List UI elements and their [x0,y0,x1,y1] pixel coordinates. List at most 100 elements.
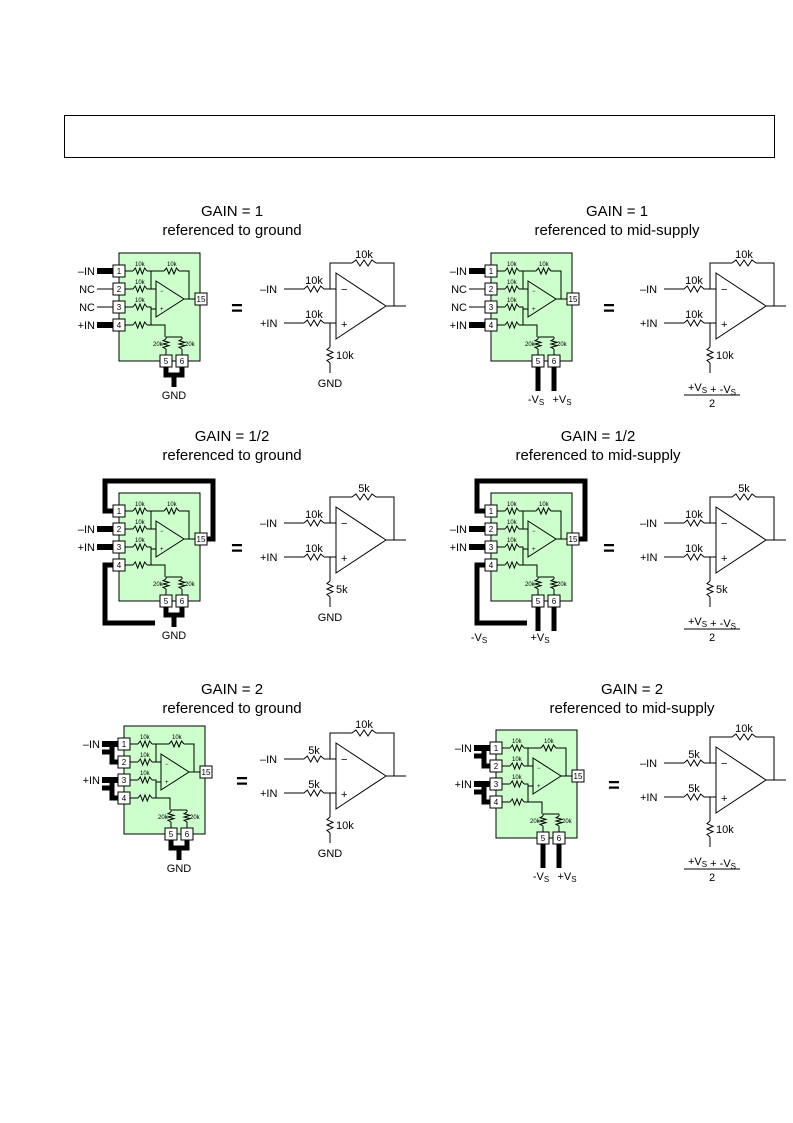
rf-label: 10k [355,719,373,731]
rin-neg-label: 5k [688,749,700,761]
plus-sign: + [721,793,727,805]
resistor-r1 [504,506,520,516]
mid-supply-numerator: +VS + -VS [688,856,736,871]
resistor-20k-a [538,815,548,827]
wire [376,496,395,540]
resistor-label: 10k [512,775,523,781]
panel-title: GAIN = 1/2 [561,428,636,445]
wire [519,510,528,530]
resistor-label: 10k [512,757,523,763]
pin-4-number: 4 [122,794,127,803]
internal-opamp [160,753,190,791]
pin-3-number: 3 [489,543,494,552]
resistor-label: 10k [135,262,146,268]
equals-sign: = [603,538,615,560]
plus-sign: + [165,780,169,786]
wire [329,262,352,289]
wire [329,496,352,523]
pin-3-number: 3 [494,780,499,789]
ground-label: GND [162,390,187,402]
resistor-rin-neg [303,284,325,294]
resistor-label: 20k [190,815,201,821]
wire [152,743,161,763]
resistor-rin-pos [303,788,325,798]
rin-pos-label: 10k [305,543,323,555]
resistor-label: 20k [153,342,164,348]
rin-pos-label: 5k [308,779,320,791]
rin-neg-label: 10k [305,275,323,287]
pin-2-number: 2 [489,525,494,534]
plus-sign: + [532,547,536,553]
resistor-rin-neg [303,754,325,764]
ground-label: GND [318,612,343,624]
rin-neg-label: 10k [685,275,703,287]
minus-sign: − [532,289,536,295]
resistor-label: 20k [530,819,541,825]
pos-input-label: +IN [260,552,277,564]
pos-input-label: +IN [640,792,657,804]
plus-sign: + [537,784,541,790]
resistor-label: 10k [172,735,183,741]
input-label: –IN [78,524,95,536]
resistor-label: 10k [140,771,151,777]
resistor-r1 [137,739,153,749]
wire [524,747,533,767]
equals-sign: = [236,771,248,793]
resistor-label: 10k [135,520,146,526]
pin-2-number: 2 [117,285,122,294]
mid-supply-denominator: 2 [709,872,715,884]
pin-1-number: 1 [489,267,494,276]
minus-sign: − [532,529,536,535]
pin-2-number: 2 [122,758,127,767]
pin-4-number: 4 [494,798,499,807]
input-label: –IN [83,739,100,751]
pin-1-number: 1 [122,740,127,749]
rin-pos-label: 10k [685,309,703,321]
panel-title: GAIN = 1/2 [195,428,270,445]
resistor-20k-b [182,811,192,823]
neg-input-label: –IN [260,284,277,296]
minus-sign: − [721,758,727,770]
resistor-rin-neg [683,758,705,768]
resistor-20k-a [161,338,171,350]
resistor-label: 20k [185,582,196,588]
resistor-feedback [351,493,377,501]
resistor-r1 [509,743,525,753]
input-label: –IN [78,266,95,278]
resistor-label: 10k [507,520,518,526]
wire [551,510,562,539]
input-label: NC [79,284,95,296]
input-label: NC [451,284,467,296]
ground-strap [163,607,185,618]
wire [329,732,352,759]
equals-sign: = [608,775,620,797]
panel-subtitle: referenced to ground [162,447,301,464]
minus-sign: − [160,529,164,535]
wire [151,564,166,577]
resistor-20k-b [549,338,559,350]
pos-supply-label: +VS [530,632,549,645]
input-label: +IN [450,542,467,554]
panel-title: GAIN = 2 [201,681,263,698]
pin-15-number: 15 [197,535,206,544]
panel-title: GAIN = 2 [601,681,663,698]
plus-sign: + [341,553,347,565]
resistor-label: 20k [562,819,573,825]
pin-4-number: 4 [117,561,122,570]
resistor-label: 20k [557,582,568,588]
input-label: +IN [455,779,472,791]
minus-sign: − [721,518,727,530]
pin-15-number: 15 [574,772,583,781]
resistor-label: 20k [153,582,164,588]
pin-5-number: 5 [536,597,541,606]
pin-2-number: 2 [117,525,122,534]
resistor-rin-pos [683,792,705,802]
ground-label: GND [318,378,343,390]
input-label: –IN [450,266,467,278]
resistor-rf [168,739,185,749]
neg-input-label: –IN [640,284,657,296]
resistor-feedback [731,259,757,267]
resistor-rin-pos [303,552,325,562]
resistor-rin-neg [683,284,705,294]
